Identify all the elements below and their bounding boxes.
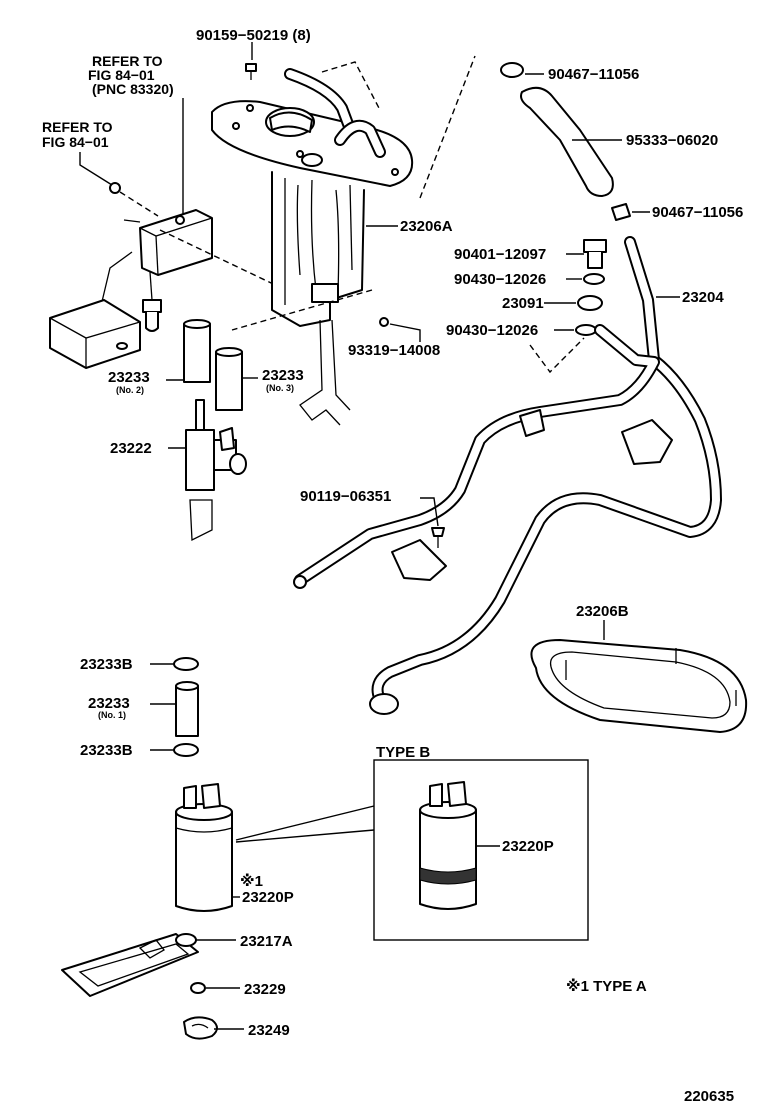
label-93319: 93319−14008 bbox=[348, 342, 440, 359]
label-23233-no1: 23233 bbox=[88, 695, 130, 712]
fuel-strainer-23217A bbox=[61, 933, 236, 997]
reference-note-2: REFER TO FIG 84−01 bbox=[42, 119, 113, 186]
clamp-90467-top bbox=[500, 62, 544, 78]
label-23229: 23229 bbox=[244, 981, 286, 998]
label-90467-top: 90467−11056 bbox=[548, 66, 639, 83]
label-23233-no1-sub: (No. 1) bbox=[98, 710, 126, 720]
type-b-leader-top bbox=[235, 805, 375, 841]
hose-23233-no2 bbox=[166, 319, 211, 383]
label-23220P-type-b: 23220P bbox=[502, 838, 554, 855]
type-a-note: ※1 TYPE A bbox=[566, 977, 647, 995]
label-23233-no3-sub: (No. 3) bbox=[266, 383, 294, 393]
ref-note-1-line-2: FIG 84−01 bbox=[88, 67, 155, 83]
label-23091: 23091 bbox=[502, 295, 544, 312]
label-23233-no2: 23233 bbox=[108, 369, 150, 386]
figure-number: 220635 bbox=[684, 1088, 734, 1105]
label-23233B-bottom: 23233B bbox=[80, 742, 133, 759]
clamp-90467-bottom bbox=[611, 203, 650, 221]
type-b-box bbox=[373, 759, 589, 941]
ref-note-2-line-2: FIG 84−01 bbox=[42, 134, 109, 150]
fuel-hose-95333 bbox=[520, 86, 622, 197]
label-90467-bottom: 90467−11056 bbox=[652, 204, 743, 221]
gasket-90430-top bbox=[566, 273, 605, 285]
fuel-pump-bracket bbox=[211, 55, 476, 426]
label-23249: 23249 bbox=[248, 1022, 290, 1039]
label-90119: 90119−06351 bbox=[300, 488, 391, 505]
label-90430-top: 90430−12026 bbox=[454, 271, 546, 288]
label-23222: 23222 bbox=[110, 440, 152, 457]
label-23233-no3: 23233 bbox=[262, 367, 304, 384]
gasket-90430-bottom bbox=[529, 324, 597, 374]
clamp-23233B-bottom bbox=[150, 743, 199, 757]
ref-note-2-line-1: REFER TO bbox=[42, 119, 113, 135]
fuel-pipe-23204 bbox=[293, 236, 722, 715]
label-90430-bottom: 90430−12026 bbox=[446, 322, 538, 339]
label-mark-1: ※1 bbox=[240, 872, 263, 890]
ref-note-1-line-3: (PNC 83320) bbox=[92, 81, 174, 97]
union-bolt-90401 bbox=[566, 239, 607, 269]
fuel-pump-23220P-type-a bbox=[175, 783, 240, 912]
label-95333: 95333−06020 bbox=[626, 132, 718, 149]
label-23206B: 23206B bbox=[576, 603, 629, 620]
label-90401: 90401−12097 bbox=[454, 246, 546, 263]
screw-93319 bbox=[379, 317, 421, 342]
reference-note-1: REFER TO FIG 84−01 (PNC 83320) bbox=[88, 53, 184, 215]
clip-23249 bbox=[183, 1016, 244, 1040]
label-23217A: 23217A bbox=[240, 933, 293, 950]
ref-note-1-line-1: REFER TO bbox=[92, 53, 163, 69]
label-23206A: 23206A bbox=[400, 218, 453, 235]
washer-23229 bbox=[190, 982, 240, 994]
label-23204: 23204 bbox=[682, 289, 724, 306]
fuel-pump-23220P-type-b bbox=[419, 781, 500, 910]
screw-90159 bbox=[245, 42, 257, 80]
hose-23233-no1 bbox=[150, 681, 199, 737]
label-23233B-top: 23233B bbox=[80, 656, 133, 673]
fuel-sender-gauge bbox=[49, 182, 291, 369]
label-23233-no2-sub: (No. 2) bbox=[116, 385, 144, 395]
screw-90119 bbox=[420, 497, 445, 548]
gasket-23206B bbox=[530, 620, 748, 733]
clamp-23233B-top bbox=[150, 657, 199, 671]
type-b-title: TYPE B bbox=[376, 744, 430, 761]
type-b-leader-bottom bbox=[235, 829, 375, 843]
label-90159: 90159−50219 (8) bbox=[196, 27, 311, 44]
pressure-regulator-23222 bbox=[168, 399, 247, 542]
hose-23233-no3 bbox=[215, 347, 258, 411]
label-23220P-type-a: 23220P bbox=[242, 889, 294, 906]
union-23091 bbox=[544, 295, 603, 311]
